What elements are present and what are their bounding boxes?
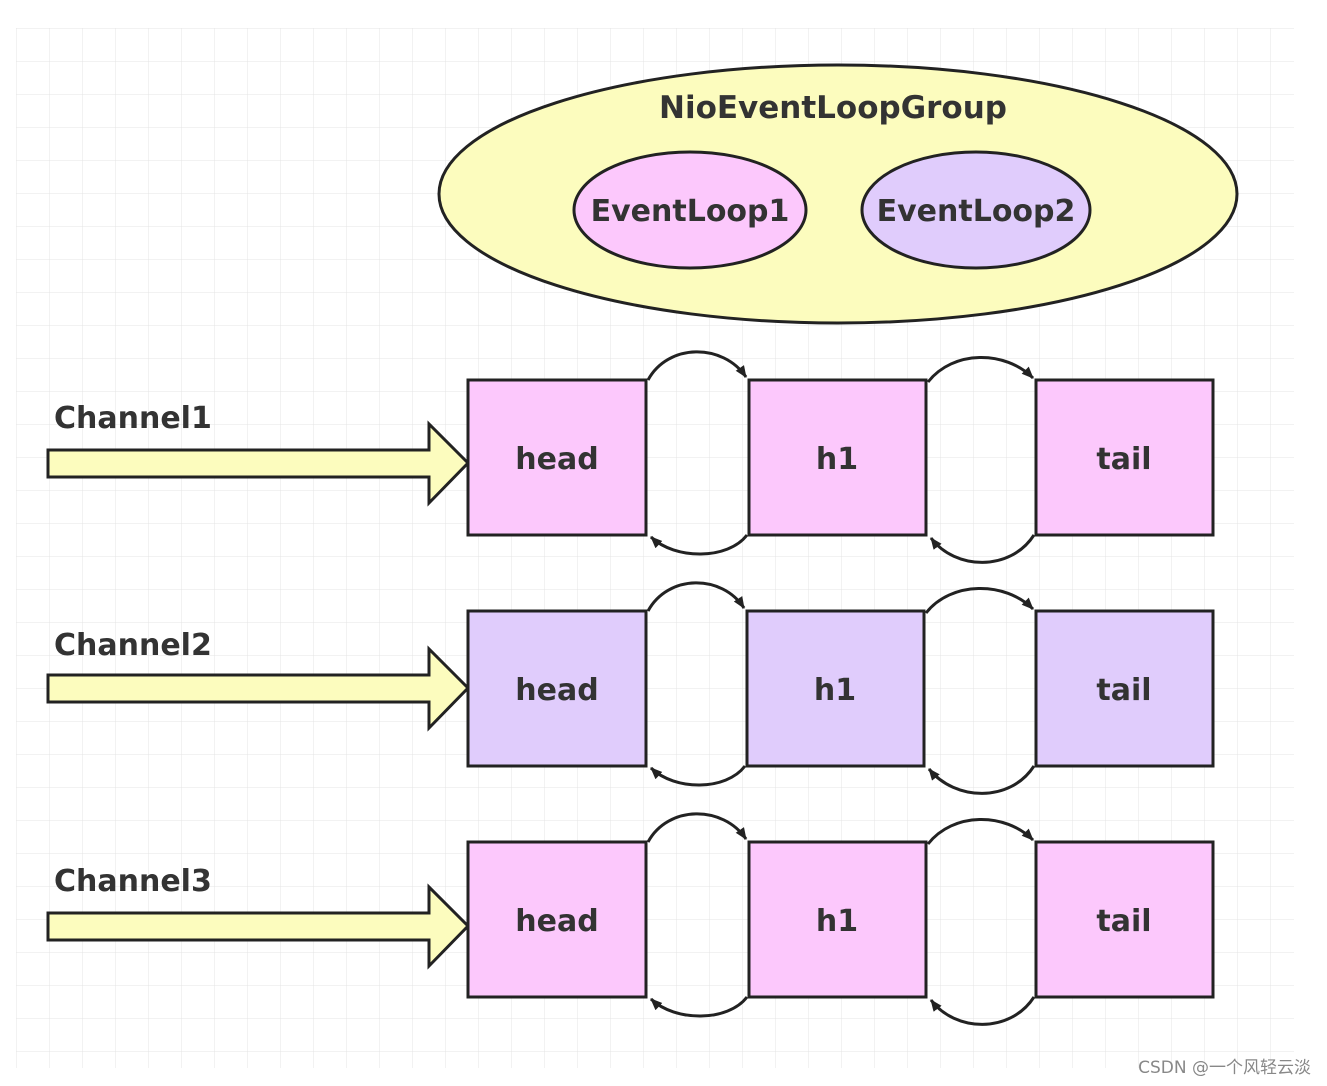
- event-loop-2-ellipse: [860, 150, 1092, 270]
- channel-1-tail-label: tail: [1096, 442, 1151, 477]
- event-loop-2-label: EventLoop2: [877, 194, 1076, 229]
- channel-1-link-h1-to-tail: [926, 356, 1035, 383]
- channel-2-h1-label: h1: [814, 673, 856, 708]
- channel-2-input-arrow: [46, 645, 471, 732]
- channel-3-head-label: head: [515, 904, 598, 939]
- channel-1-link-tail-to-h1: [929, 534, 1036, 564]
- channel-2-head-box: [466, 609, 648, 768]
- channel-3-link-head-to-h1: [646, 812, 748, 843]
- event-loop-group-title: NioEventLoopGroup: [659, 90, 1007, 126]
- channel-1-h1-box: [747, 378, 928, 537]
- channel-2-link-head-to-h1: [646, 581, 746, 612]
- channel-3: Channel3 head h1 tail: [46, 812, 1215, 1026]
- watermark: CSDN @一个风轻云淡: [1138, 1058, 1311, 1078]
- channel-1-link-h1-to-head: [649, 534, 749, 556]
- event-loop-group: NioEventLoopGroup EventLoop1 EventLoop2: [437, 63, 1239, 325]
- channel-2-tail-label: tail: [1096, 673, 1151, 708]
- channel-1-head-label: head: [515, 442, 598, 477]
- channel-1-tail-box: [1034, 378, 1215, 537]
- channel-3-link-h1-to-tail: [926, 818, 1035, 845]
- channel-3-tail-label: tail: [1096, 904, 1151, 939]
- channel-2-link-tail-to-h1: [927, 765, 1036, 795]
- channel-3-h1-box: [747, 840, 928, 999]
- channel-2-head-label: head: [515, 673, 598, 708]
- channel-2-label: Channel2: [54, 628, 212, 663]
- event-loop-2: EventLoop2: [860, 150, 1092, 270]
- channel-1-input-arrow: [46, 420, 471, 507]
- channel-2-link-h1-to-tail: [924, 587, 1035, 614]
- channel-3-h1-label: h1: [816, 904, 858, 939]
- channel-1-label: Channel1: [54, 401, 212, 436]
- channel-2-h1-box: [745, 609, 926, 768]
- channel-2-tail-box: [1034, 609, 1215, 768]
- channel-2: Channel2 head h1 tail: [46, 581, 1215, 795]
- event-loop-1-ellipse: [572, 150, 808, 270]
- channel-3-tail-box: [1034, 840, 1215, 999]
- channel-2-link-h1-to-head: [649, 765, 747, 787]
- channel-1-h1-label: h1: [816, 442, 858, 477]
- channel-3-link-tail-to-h1: [929, 996, 1036, 1026]
- channel-3-link-h1-to-head: [649, 996, 749, 1018]
- channel-3-input-arrow: [46, 883, 471, 970]
- event-loop-1: EventLoop1: [572, 150, 808, 270]
- channel-3-head-box: [466, 840, 648, 999]
- channel-3-label: Channel3: [54, 864, 212, 899]
- event-loop-1-label: EventLoop1: [591, 194, 790, 229]
- channel-1-head-box: [466, 378, 648, 537]
- channel-1-link-head-to-h1: [646, 350, 748, 381]
- channel-1: Channel1 head h1 tail: [46, 350, 1215, 564]
